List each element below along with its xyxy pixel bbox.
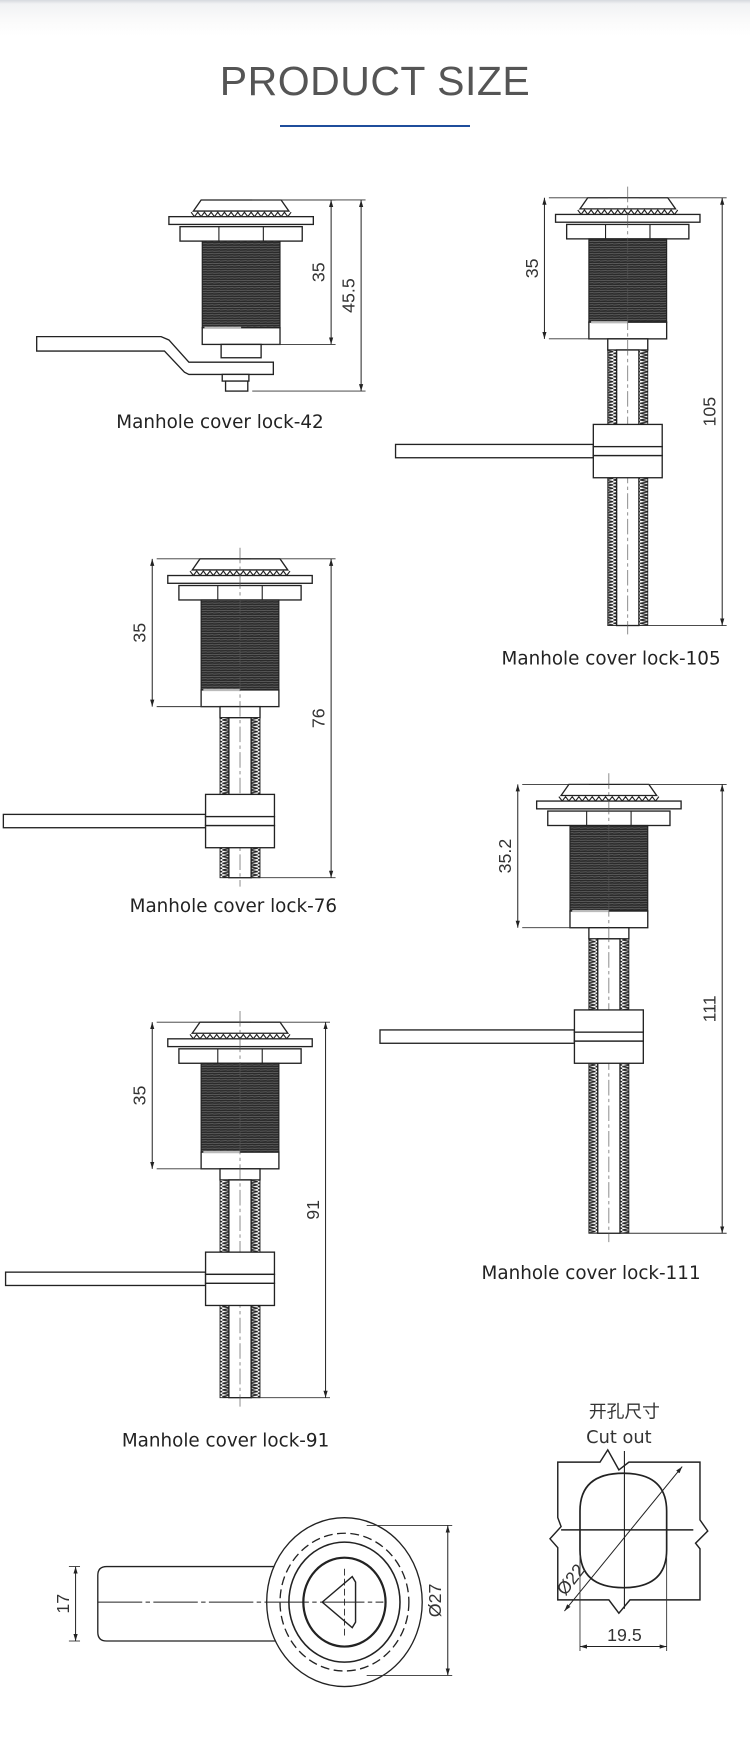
page-title: PRODUCT SIZE xyxy=(219,58,531,104)
threaded-barrel xyxy=(201,240,281,329)
lever-arm xyxy=(379,1029,576,1044)
dimension-total xyxy=(251,1021,331,1399)
nut-upper xyxy=(204,1251,276,1276)
dimension-27 xyxy=(366,1525,453,1676)
lock-label-91: Manhole cover lock-91 xyxy=(122,1431,329,1452)
dimension-total xyxy=(251,558,336,879)
lock-cap xyxy=(192,199,291,212)
lever-hub xyxy=(204,815,276,827)
sleeve xyxy=(220,343,262,359)
lever-hub xyxy=(204,1273,276,1284)
dimension-barrel xyxy=(150,1021,221,1170)
cutout-title-cn: 开孔尺寸 xyxy=(589,1402,660,1423)
nut-lower xyxy=(204,1282,276,1307)
nut-upper xyxy=(573,1009,644,1033)
dimension-total xyxy=(619,783,727,1234)
nut-lower xyxy=(592,454,663,479)
lock-label-105: Manhole cover lock-105 xyxy=(502,648,721,669)
dimension-label: 45.5 xyxy=(338,278,358,313)
threaded-rod xyxy=(619,938,630,1234)
top-shade xyxy=(0,0,750,36)
dimension-label: 111 xyxy=(700,995,720,1022)
dimension-barrel xyxy=(515,783,589,929)
lever-top xyxy=(97,1565,292,1642)
lever-arm xyxy=(394,443,594,459)
cutout-drawing xyxy=(549,1448,709,1652)
nut-upper xyxy=(204,793,276,818)
dimension-total xyxy=(252,199,366,392)
dimension-label: 76 xyxy=(308,708,328,728)
dimension-label: 35 xyxy=(130,1085,150,1105)
lever-hub xyxy=(573,1031,644,1042)
threaded-rod xyxy=(588,938,599,1234)
diameter-line xyxy=(564,1466,683,1612)
dimension-label: 35 xyxy=(522,258,542,278)
dimension-label: 35 xyxy=(130,623,150,643)
threaded-rod xyxy=(638,349,649,626)
dimension-label: 17 xyxy=(53,1594,73,1614)
dimension-barrel xyxy=(542,197,608,340)
lever-hub xyxy=(592,445,663,457)
dimension-label: Ø27 xyxy=(425,1584,445,1618)
dimension-label: 19.5 xyxy=(607,1625,642,1645)
lock-91-drawing xyxy=(4,1011,313,1407)
lock-label-76: Manhole cover lock-76 xyxy=(130,896,337,917)
dimension-label: 35 xyxy=(308,262,328,282)
nut-lower xyxy=(573,1040,644,1064)
lever-arm xyxy=(4,1271,207,1287)
knurl-ring xyxy=(279,1532,410,1672)
cutout-title-en: Cut out xyxy=(586,1428,651,1448)
dimension-label: 105 xyxy=(700,397,720,427)
dimension-label: 35.2 xyxy=(495,839,515,874)
hex-nut xyxy=(179,225,303,242)
dimension-label: 91 xyxy=(303,1200,323,1220)
washer xyxy=(221,373,250,382)
title-underline xyxy=(280,125,470,127)
dimension-total xyxy=(638,197,727,626)
nut-lower xyxy=(204,824,276,849)
lever-arm xyxy=(2,813,207,829)
flange xyxy=(168,215,315,226)
lock-111-drawing xyxy=(379,773,682,1243)
nut-upper xyxy=(592,423,663,448)
top-view-drawing xyxy=(97,1517,423,1688)
lock-105-drawing xyxy=(394,186,701,635)
lock-42-drawing xyxy=(36,199,315,392)
lock-76-drawing xyxy=(2,547,313,887)
bent-lever xyxy=(36,335,275,376)
lock-label-111: Manhole cover lock-111 xyxy=(482,1263,701,1284)
lock-label-42: Manhole cover lock-42 xyxy=(116,412,323,433)
dimension-barrel xyxy=(150,558,221,708)
barrel-ring xyxy=(201,327,281,346)
threaded-rod xyxy=(607,349,618,626)
nut xyxy=(224,380,249,392)
dimension-17 xyxy=(68,1566,81,1642)
